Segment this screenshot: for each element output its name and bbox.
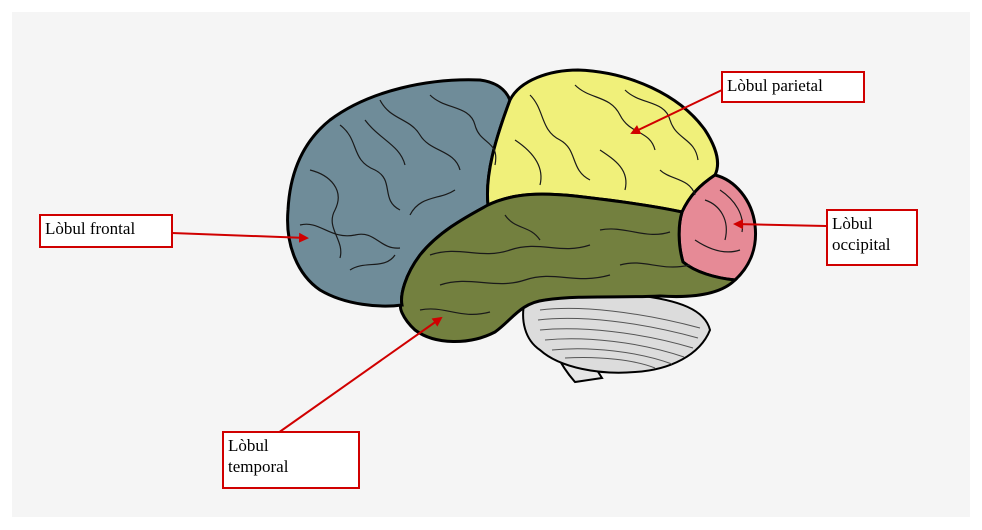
label-temporal: Lòbul temporal <box>222 431 360 489</box>
label-occipital: Lòbul occipital <box>826 209 918 266</box>
label-occipital-line2: occipital <box>832 234 912 255</box>
label-temporal-line1: Lòbul <box>228 435 354 456</box>
arrow-frontal <box>172 233 307 238</box>
label-occipital-line1: Lòbul <box>832 213 912 234</box>
label-parietal-text: Lòbul parietal <box>727 75 859 96</box>
label-parietal: Lòbul parietal <box>721 71 865 103</box>
arrow-temporal <box>278 318 441 433</box>
label-temporal-line2: temporal <box>228 456 354 477</box>
parietal-lobe[interactable] <box>487 70 717 212</box>
label-frontal-text: Lòbul frontal <box>45 218 167 239</box>
label-frontal: Lòbul frontal <box>39 214 173 248</box>
